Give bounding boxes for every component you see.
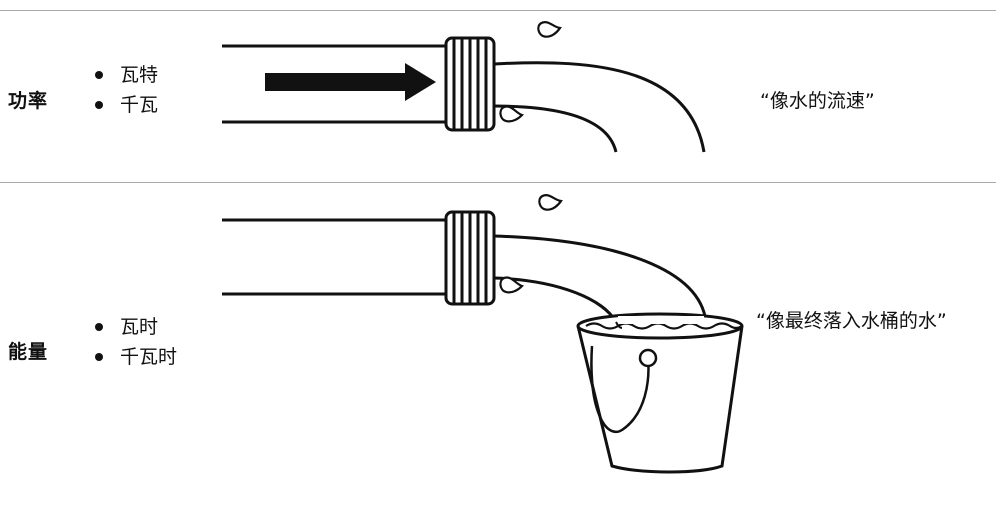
droplet-icon <box>537 191 562 213</box>
bucket-icon <box>578 314 742 472</box>
hose-bucket-illustration <box>222 191 742 472</box>
droplet-icon <box>536 18 561 40</box>
flow-arrow-icon <box>265 63 436 101</box>
hose-flow-illustration <box>222 18 704 152</box>
droplet-icon <box>499 275 522 294</box>
